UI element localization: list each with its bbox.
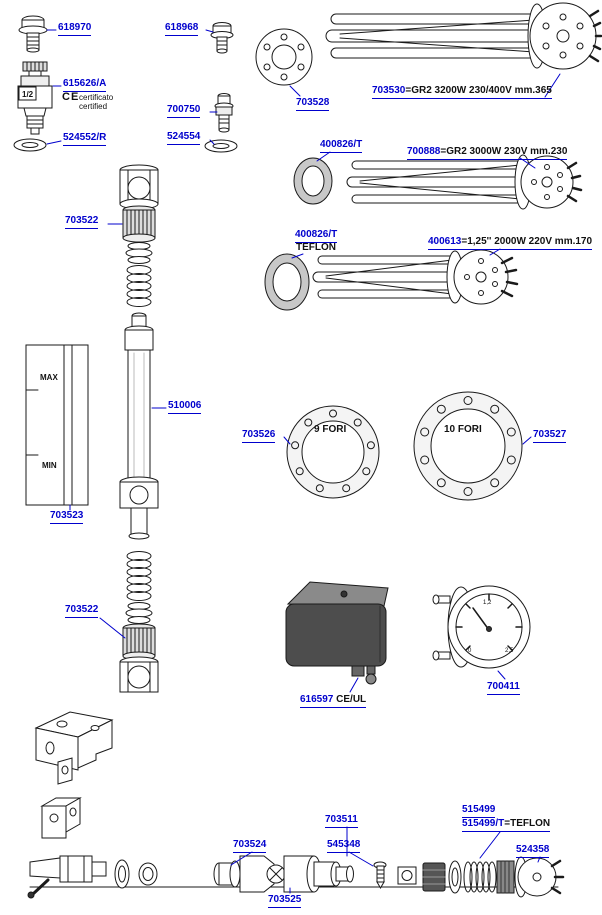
part-link-700411[interactable]: 700411	[487, 681, 520, 695]
drawing-heating-element-400613	[312, 249, 519, 305]
drawing-screw-545348	[373, 861, 387, 889]
part-link-615626[interactable]: 615626/A	[63, 78, 107, 92]
drawing-pressure-gauge-700411: 0 1,2 2,5	[432, 585, 531, 669]
part-label-row-400613: 400613=1,25'' 2000W 220V mm.170	[428, 236, 593, 250]
part-link-703522-lower[interactable]: 703522	[65, 604, 99, 618]
drawing-fitting-700750	[214, 93, 234, 133]
part-link-400826t-2[interactable]: 400826/T	[295, 229, 338, 243]
part-link-524552[interactable]: 524552/R	[63, 132, 107, 146]
part-label-row-703530: 703530=GR2 3200W 230/400V mm.365	[372, 85, 552, 99]
max-marking: MAX	[40, 373, 58, 382]
fori10-text: 10 FORI	[444, 424, 482, 435]
drawing-angle-bracket	[40, 797, 82, 839]
leader-lines	[46, 29, 561, 894]
drawing-universal-joint	[213, 855, 354, 893]
drawing-heating-element-700888	[346, 154, 583, 210]
drawing-sight-glass-assembly	[119, 164, 159, 693]
drawing-level-gauge-703523	[25, 344, 89, 506]
drawing-bolt-618970	[18, 15, 48, 53]
min-marking: MIN	[42, 461, 57, 470]
drawing-hose-fitting	[422, 862, 446, 892]
drawing-washer-515499	[448, 860, 462, 894]
part-link-703525[interactable]: 703525	[268, 894, 302, 908]
half-inch-marking: 1/2	[22, 90, 34, 99]
drawing-heating-element-703530	[325, 2, 602, 70]
part-link-703522-upper[interactable]: 703522	[65, 215, 99, 229]
certified-text: certified	[79, 102, 108, 111]
part-label-row-515499t: 515499/T=TEFLON	[462, 818, 551, 832]
part-spec-400613: =1,25'' 2000W 220V mm.170	[461, 236, 593, 247]
drawing-oring-400826-lower	[264, 253, 310, 311]
teflon-text: TEFLON	[296, 242, 336, 253]
ce-mark: CE	[62, 91, 80, 103]
part-spec-616597: CE/UL	[333, 694, 367, 705]
drawing-gasket-703526	[286, 405, 380, 499]
part-link-515499t[interactable]: 515499/T	[462, 818, 505, 829]
part-link-703530[interactable]: 703530	[372, 85, 406, 96]
part-link-703528[interactable]: 703528	[296, 97, 330, 111]
drawing-washer-524552	[13, 138, 47, 152]
part-link-616597[interactable]: 616597	[300, 694, 334, 705]
certificato-text: certificato	[79, 93, 114, 102]
part-link-400613[interactable]: 400613	[428, 236, 462, 247]
part-spec-515499t: =TEFLON	[504, 818, 551, 829]
part-link-700888[interactable]: 700888	[407, 146, 441, 157]
gauge-scale-25: 2,5	[505, 648, 514, 654]
drawing-spring-515499	[463, 861, 497, 893]
drawing-valve-615626	[17, 61, 53, 135]
part-link-703511[interactable]: 703511	[325, 814, 358, 828]
part-link-618970[interactable]: 618970	[58, 22, 92, 36]
drawing-washer-524554	[204, 139, 238, 153]
part-link-515499[interactable]: 515499	[462, 804, 496, 818]
part-label-row-700888: 700888=GR2 3000W 230V mm.230	[407, 146, 568, 160]
drawing-gasket-703527	[413, 391, 523, 501]
drawing-oring-400826-upper	[293, 157, 333, 205]
part-link-545348[interactable]: 545348	[327, 839, 361, 853]
part-spec-700888: =GR2 3000W 230V mm.230	[440, 146, 568, 157]
part-spec-703530: =GR2 3200W 230/400V mm.365	[405, 85, 552, 96]
fori9-text: 9 FORI	[314, 424, 347, 435]
drawing-ribbed-insert	[496, 860, 515, 894]
part-link-618968[interactable]: 618968	[165, 22, 199, 36]
part-link-703524[interactable]: 703524	[233, 839, 267, 853]
part-link-524554[interactable]: 524554	[167, 131, 201, 145]
part-link-510006[interactable]: 510006	[168, 400, 202, 414]
gauge-scale-12: 1,2	[483, 600, 492, 606]
drawing-pressure-switch-616597	[285, 581, 389, 685]
part-link-400826t-1[interactable]: 400826/T	[320, 139, 363, 153]
part-link-524358[interactable]: 524358	[516, 844, 550, 858]
drawing-end-fitting-524358	[514, 856, 565, 898]
drawing-flange-703528	[255, 28, 313, 86]
part-link-703526[interactable]: 703526	[242, 429, 276, 443]
drawing-mounting-bracket	[34, 711, 114, 785]
gauge-scale-0: 0	[468, 648, 472, 654]
part-label-row-616597: 616597 CE/UL	[300, 694, 367, 708]
drawing-square-nut	[397, 866, 417, 885]
part-link-700750[interactable]: 700750	[167, 104, 201, 118]
drawing-bolt-618968	[210, 22, 234, 54]
part-link-703523[interactable]: 703523	[50, 510, 84, 524]
part-link-703527[interactable]: 703527	[533, 429, 567, 443]
